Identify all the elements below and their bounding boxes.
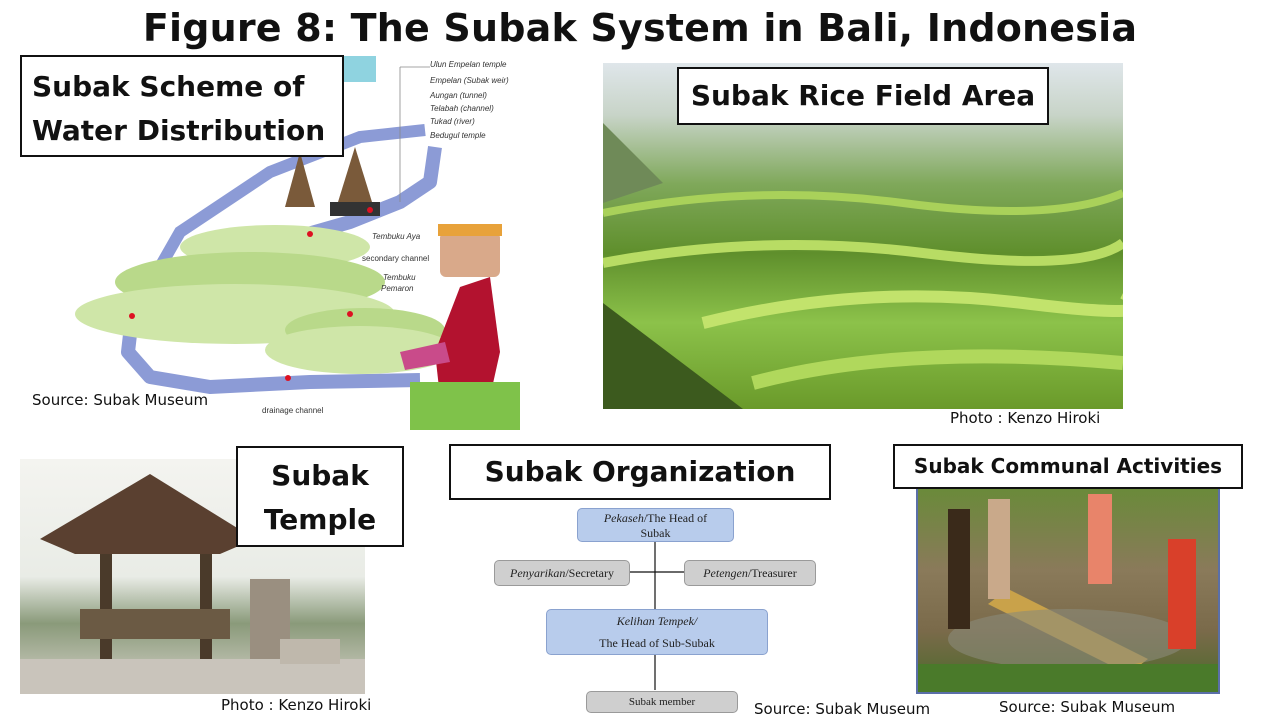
org-box-petengen: Petengen/Treasurer — [684, 560, 816, 586]
scheme-drawing — [75, 56, 520, 430]
water-scheme-illustration — [20, 52, 525, 430]
label-empelan: Empelan (Subak weir) — [430, 76, 509, 85]
rice-heading-box: Subak Rice Field Area — [677, 67, 1049, 125]
org-heading: Subak Organization — [484, 455, 796, 488]
scheme-heading-box: Subak Scheme of Water Distribution — [20, 55, 344, 157]
rice-heading: Subak Rice Field Area — [690, 79, 1036, 112]
rice-photo-credit: Photo : Kenzo Hiroki — [950, 409, 1101, 427]
kelihan-line2: The Head of Sub-Subak — [599, 636, 715, 650]
org-box-pekaseh: Pekaseh/The Head of Subak — [577, 508, 734, 542]
penyarikan-role: /Secretary — [565, 566, 614, 580]
label-tukad: Tukad (river) — [430, 117, 475, 126]
communal-source: Source: Subak Museum — [999, 698, 1176, 716]
rice-terraces-art — [603, 123, 1123, 409]
org-box-penyarikan: Penyarikan/Secretary — [494, 560, 630, 586]
temple-photo-credit: Photo : Kenzo Hiroki — [221, 696, 372, 714]
kelihan-line1: Kelihan Tempek/ — [616, 614, 698, 628]
label-tembuku-pemaron-2: Pemaron — [381, 284, 414, 293]
member-label: Subak member — [628, 696, 696, 708]
org-box-member: Subak member — [586, 691, 738, 713]
pekaseh-line2: Subak — [640, 526, 671, 540]
communal-heading: Subak Communal Activities — [913, 454, 1223, 478]
org-heading-box: Subak Organization — [449, 444, 831, 500]
org-box-kelihan: Kelihan Tempek/ The Head of Sub-Subak — [546, 609, 768, 655]
communal-work-art — [918, 494, 1218, 692]
temple-shrine-art — [20, 474, 365, 694]
temple-heading-box: Subak Temple — [236, 446, 404, 547]
label-drainage-channel: drainage channel — [262, 406, 324, 415]
pekaseh-role: /The Head of — [643, 511, 708, 525]
label-aungan: Aungan (tunnel) — [430, 91, 487, 100]
label-tembuku-aya: Tembuku Aya — [372, 232, 421, 241]
org-source: Source: Subak Museum — [754, 700, 931, 718]
scheme-source: Source: Subak Museum — [32, 391, 209, 409]
label-tembuku-pemaron-1: Tembuku — [383, 273, 416, 282]
label-bedugul: Bedugul temple — [430, 131, 486, 140]
pekaseh-title: Pekaseh — [603, 511, 644, 525]
temple-heading-line2: Temple — [263, 503, 377, 536]
label-telabah: Telabah (channel) — [430, 104, 494, 113]
communal-heading-box: Subak Communal Activities — [893, 444, 1243, 489]
figure-title: Figure 8: The Subak System in Bali, Indo… — [142, 6, 1138, 50]
org-connectors — [625, 540, 685, 690]
label-secondary-channel: secondary channel — [362, 254, 430, 263]
petengen-role: /Treasurer — [747, 566, 797, 580]
penyarikan-title: Penyarikan — [510, 566, 566, 580]
temple-heading-line1: Subak — [271, 459, 369, 492]
petengen-title: Petengen — [703, 566, 748, 580]
label-ulun-empelan: Ulun Empelan temple — [430, 60, 507, 69]
scheme-heading: Subak Scheme of Water Distribution — [32, 70, 326, 147]
communal-photo — [916, 487, 1220, 694]
